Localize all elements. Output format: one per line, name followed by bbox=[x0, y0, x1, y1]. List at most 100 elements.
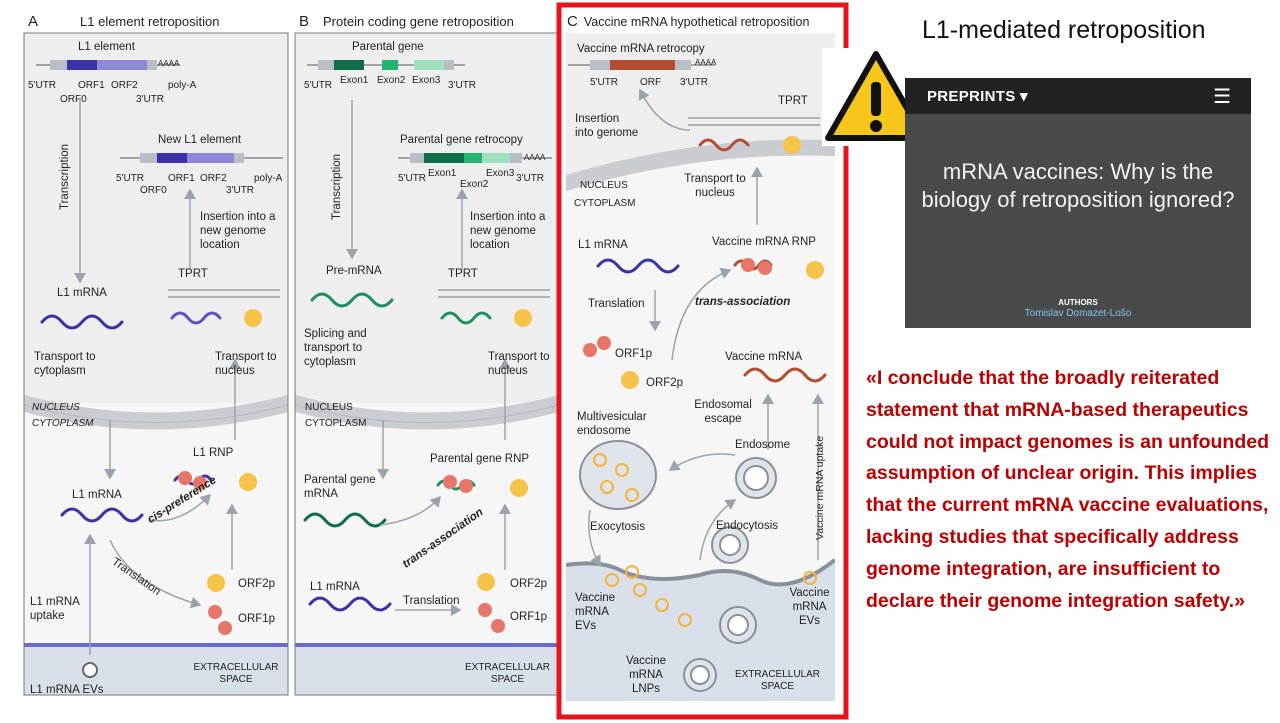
panel-c-multivesicular: Multivesicular endosome bbox=[577, 411, 647, 437]
panel-a-new-gene-orf0: ORF0 bbox=[140, 185, 167, 196]
tprt-dna bbox=[168, 117, 820, 298]
preprint-heading: mRNA vaccines: Why is the biology of ret… bbox=[921, 159, 1235, 212]
panel-a-letter: A bbox=[28, 13, 39, 30]
panel-a-orf2p: ORF2p bbox=[238, 578, 276, 590]
panel-a-title: A L1 element retroposition bbox=[28, 13, 220, 30]
panel-c-endosomal-escape: Endosomal escape bbox=[694, 399, 752, 425]
panel-b-transport-nuc: Transport to nucleus bbox=[488, 351, 550, 377]
panel-a-orf1p: ORF1p bbox=[238, 613, 276, 625]
panel-b-gene-5utr: 5'UTR bbox=[304, 80, 333, 91]
panel-b-rc-exon1: Exon1 bbox=[428, 168, 457, 179]
panel-c-lnps: Vaccine mRNA LNPs bbox=[625, 655, 667, 695]
panel-b-gene-3utr: 3'UTR bbox=[448, 80, 477, 91]
panel-c-gene-aaaa: AAAA bbox=[695, 58, 717, 67]
panel-c-endocytosis: Endocytosis bbox=[716, 520, 779, 532]
preprints-brand-text: PREPRINTS bbox=[927, 88, 1016, 105]
mrna-strands bbox=[40, 138, 827, 612]
panel-c-gene-3utr: 3'UTR bbox=[680, 77, 709, 88]
panel-b-translation: Translation bbox=[403, 595, 460, 607]
panel-a-transport-cyto: Transport to cytoplasm bbox=[34, 351, 96, 377]
panel-a-l1-mrna: L1 mRNA bbox=[57, 287, 107, 299]
panel-c-title: C Vaccine mRNA hypothetical retroposition bbox=[567, 13, 809, 30]
panel-a-new-l1-label: New L1 element bbox=[158, 134, 242, 146]
panel-b-rc-5utr: 5'UTR bbox=[398, 173, 427, 184]
panel-c-tprt: TPRT bbox=[778, 95, 808, 107]
panel-a-gene-polya: poly-A bbox=[168, 80, 197, 91]
panel-b-rc-3utr: 3'UTR bbox=[516, 173, 545, 184]
panel-b-retrocopy: Parental gene retrocopy bbox=[400, 134, 523, 146]
panel-c-vaccine-retrocopy-gene bbox=[568, 60, 715, 70]
panel-b-gene-exon2: Exon2 bbox=[377, 75, 406, 86]
panel-b-rc-exon3: Exon3 bbox=[486, 168, 515, 179]
panel-a-uptake: L1 mRNA uptake bbox=[30, 596, 80, 622]
panel-b-transcription: Transcription bbox=[331, 153, 343, 220]
panel-b-title: B Protein coding gene retroposition bbox=[299, 13, 514, 30]
panel-a-cytoplasm: CYTOPLASM bbox=[32, 418, 94, 429]
panel-b-orf1p: ORF1p bbox=[510, 611, 548, 623]
panel-c-highlight-frame bbox=[556, 2, 849, 720]
panel-b-background bbox=[295, 33, 559, 695]
panel-a-evs: L1 mRNA EVs bbox=[30, 684, 104, 696]
panel-b-gene-exon1: Exon1 bbox=[340, 75, 369, 86]
authors-label: AUTHORS bbox=[1058, 298, 1098, 307]
panel-c-insertion: Insertion into genome bbox=[575, 113, 639, 139]
panel-b-rc-aaaa: AAAA bbox=[524, 153, 546, 162]
panel-a-new-gene-orf1: ORF1 bbox=[168, 173, 195, 184]
panel-a-new-gene-orf2: ORF2 bbox=[200, 173, 227, 184]
panel-b-extracellular: EXTRACELLULAR SPACE bbox=[464, 662, 551, 685]
panel-a-gene-orf2: ORF2 bbox=[111, 80, 138, 91]
author-name[interactable]: Tomislav Domazet-Lošo bbox=[1024, 308, 1132, 319]
panel-c-vaccine-rnp: Vaccine mRNA RNP bbox=[712, 236, 816, 248]
flow-arrows bbox=[74, 88, 824, 655]
warning-icon bbox=[825, 51, 927, 141]
panel-c-l1-mrna: L1 mRNA bbox=[578, 239, 628, 251]
panel-c-vaccine-mrna: Vaccine mRNA bbox=[725, 351, 803, 363]
panel-c-orf1p: ORF1p bbox=[615, 348, 653, 360]
panel-c-exocytosis: Exocytosis bbox=[590, 521, 645, 533]
protein-blobs bbox=[178, 136, 824, 635]
panel-c-translation: Translation bbox=[588, 298, 645, 310]
preprint-navbar: PREPRINTS ▾ ☰ bbox=[905, 78, 1251, 114]
figure-drawing bbox=[23, 2, 849, 720]
panel-a-l1-element-label: L1 element bbox=[78, 41, 135, 53]
panel-b-letter: B bbox=[299, 13, 310, 30]
panel-c-letter: C bbox=[567, 13, 578, 30]
panel-a-new-gene-polya: poly-A bbox=[254, 173, 283, 184]
panel-c-gene-5utr: 5'UTR bbox=[590, 77, 619, 88]
panel-a-new-gene-3utr: 3'UTR bbox=[226, 185, 255, 196]
panel-a-nucleus: NUCLEUS bbox=[32, 402, 80, 413]
panel-b-title-text: Protein coding gene retroposition bbox=[323, 14, 514, 29]
panel-c-nucleus: NUCLEUS bbox=[580, 180, 628, 191]
panel-a-gene-3utr: 3'UTR bbox=[136, 94, 165, 105]
hamburger-menu-icon[interactable]: ☰ bbox=[1213, 86, 1231, 108]
panel-a-transcription: Transcription bbox=[59, 143, 71, 210]
panel-c-transport-nuc: Transport to nucleus bbox=[684, 173, 746, 199]
panel-b-insertion: Insertion into a new genome location bbox=[470, 211, 546, 251]
panel-b-gene-exon3: Exon3 bbox=[412, 75, 441, 86]
panel-a-insertion: Insertion into a new genome location bbox=[200, 211, 276, 251]
panel-b-orf2p: ORF2p bbox=[510, 578, 548, 590]
panel-a-gene-orf0: ORF0 bbox=[60, 94, 87, 105]
panel-b-splicing: Splicing and transport to cytoplasm bbox=[304, 328, 367, 368]
panel-b-pre-mrna: Pre-mRNA bbox=[326, 265, 382, 277]
panel-b-parental-mrna: Parental gene mRNA bbox=[304, 474, 376, 500]
panel-c-orf2p: ORF2p bbox=[646, 377, 684, 389]
panel-a-title-text: L1 element retroposition bbox=[80, 14, 220, 29]
panel-c-uptake: Vaccine mRNA uptake bbox=[814, 435, 826, 540]
panel-a-new-l1-gene bbox=[120, 153, 283, 163]
panel-c-cytoplasm: CYTOPLASM bbox=[574, 198, 636, 209]
panel-a-new-gene-5utr: 5'UTR bbox=[116, 173, 145, 184]
panel-a-gene-aaaa: AAAA bbox=[158, 59, 180, 68]
panel-a-extracellular: EXTRACELLULAR SPACE bbox=[193, 662, 279, 685]
vesicles bbox=[82, 440, 817, 692]
panel-c-endosome: Endosome bbox=[735, 439, 790, 451]
panel-b-parental-gene bbox=[307, 60, 465, 70]
dropdown-arrow-icon: ▾ bbox=[1020, 88, 1028, 105]
preprints-brand[interactable]: PREPRINTS ▾ bbox=[927, 87, 1028, 105]
panel-b-l1-mrna: L1 mRNA bbox=[310, 581, 360, 593]
panel-c-evs-right: Vaccine mRNA EVs bbox=[789, 587, 830, 627]
panel-c-title-text: Vaccine mRNA hypothetical retroposition bbox=[583, 15, 810, 29]
panel-b-cytoplasm: CYTOPLASM bbox=[305, 418, 367, 429]
preprint-card: PREPRINTS ▾ ☰ mRNA vaccines: Why is the … bbox=[905, 78, 1251, 328]
panel-c-trans-association: trans-association bbox=[695, 296, 791, 308]
